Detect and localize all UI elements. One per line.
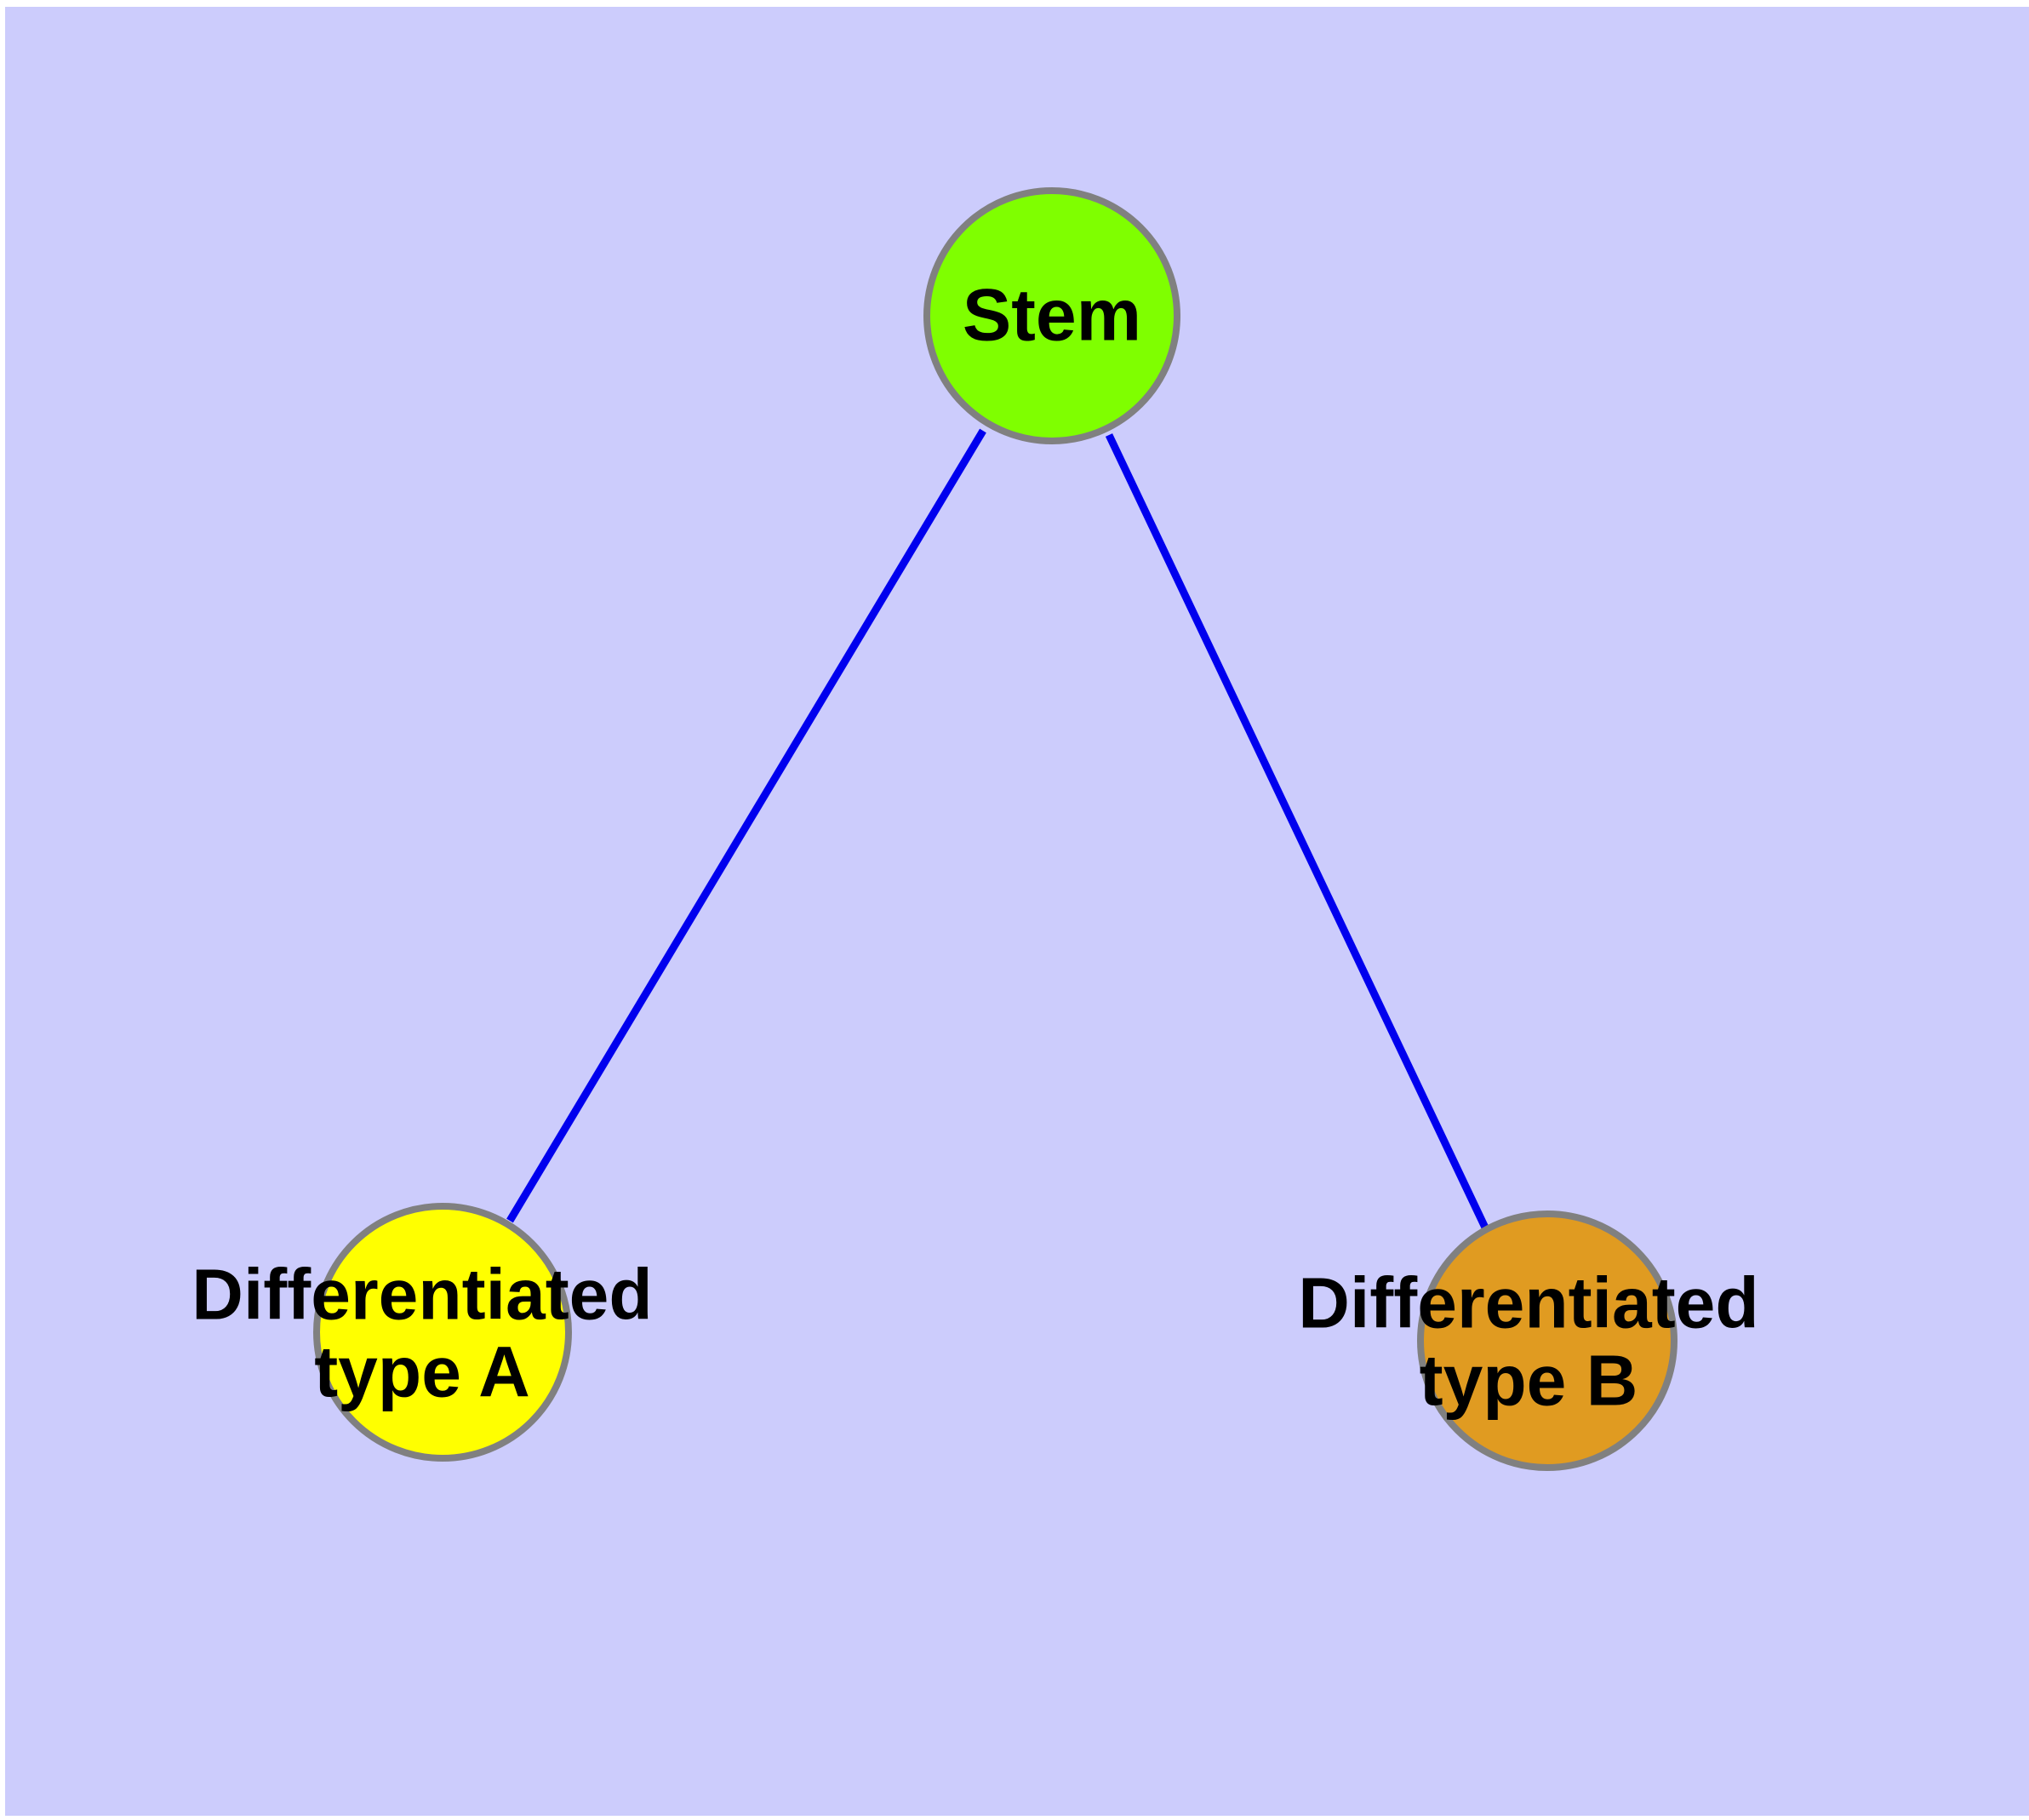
edge-stem-to-differentiated-type-b xyxy=(1105,433,1489,1229)
edge-stem-to-differentiated-type-a xyxy=(506,428,986,1223)
node-circle-differentiated-type-b[interactable] xyxy=(1417,1210,1677,1471)
edge-layer xyxy=(506,428,1489,1229)
node-circle-stem[interactable] xyxy=(923,187,1180,444)
node-layer xyxy=(313,187,1677,1471)
node-circle-differentiated-type-a[interactable] xyxy=(313,1203,572,1462)
